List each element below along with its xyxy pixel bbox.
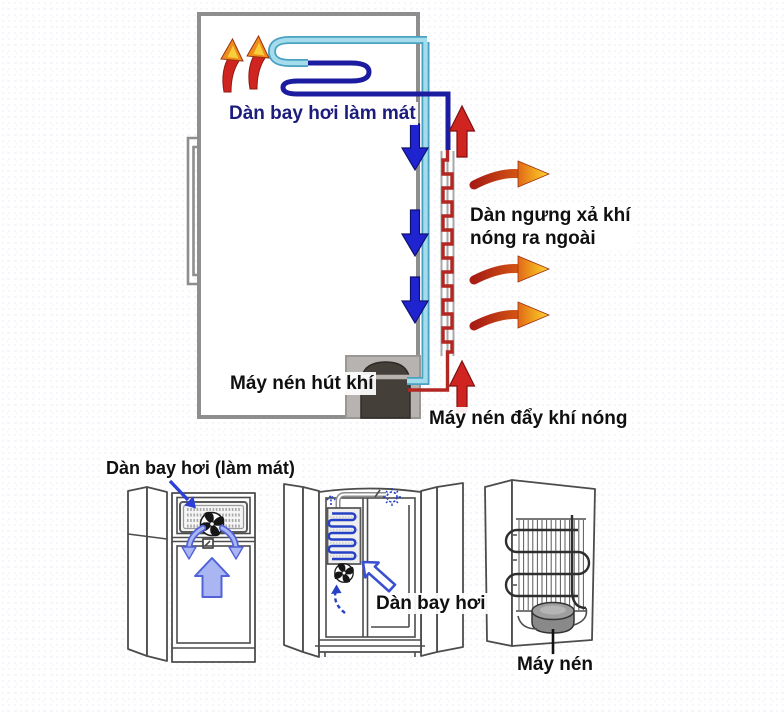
- cold-flow-arrow-icon: [400, 209, 430, 258]
- dashed-air-arrow-icon: [326, 494, 336, 505]
- hot-flow-arrow-icon: [448, 104, 476, 158]
- cold-flow-arrow-icon: [400, 123, 430, 172]
- fan-icon: [198, 510, 226, 538]
- condenser-label-line1: Dàn ngưng xả khí: [470, 205, 631, 226]
- compressor-back: [531, 601, 575, 634]
- evaporator-coil: [267, 36, 451, 385]
- cold-flow-arrows: [400, 123, 430, 325]
- compressor-suction-label: Máy nén hút khí: [228, 372, 376, 395]
- inside-view-evaporator-label: Dàn bay hơi: [374, 593, 488, 614]
- condenser-label: Dàn ngưng xả khí nóng ra ngoài: [468, 204, 633, 250]
- fridge-front-view: [127, 486, 256, 663]
- front-view-evaporator-label: Dàn bay hơi (làm mát): [104, 458, 297, 479]
- back-view-compressor-label: Máy nén: [515, 654, 596, 675]
- fridge-inside-view: [283, 482, 464, 658]
- evaporator-label: Dàn bay hơi làm mát: [227, 102, 418, 125]
- evaporator-pointer-arrow-icon: [361, 560, 397, 593]
- hot-air-out-icon: [474, 161, 549, 187]
- pointer-arrow-icon: [168, 479, 196, 509]
- hot-flow-arrow-icon: [448, 359, 476, 413]
- airflow-curved-arrow-icon: [181, 524, 207, 560]
- dashed-air-arrow-icon: [331, 584, 346, 614]
- fridge-back-view: [484, 479, 596, 655]
- airflow-curved-arrow-icon: [218, 524, 244, 560]
- fan-icon: [333, 562, 355, 584]
- hot-air-out-icon: [474, 302, 549, 328]
- evaporator-coil-inside: [326, 507, 362, 565]
- snowflake-icon: [383, 488, 401, 506]
- cold-flow-arrow-icon: [400, 276, 430, 325]
- condenser-label-line2: nóng ra ngoài: [470, 228, 596, 249]
- hot-air-out-icon: [474, 256, 549, 282]
- compressor-discharge-label: Máy nén đẩy khí nóng: [427, 407, 630, 430]
- airflow-up-arrow-icon: [194, 557, 230, 598]
- condenser-coil: [408, 150, 455, 392]
